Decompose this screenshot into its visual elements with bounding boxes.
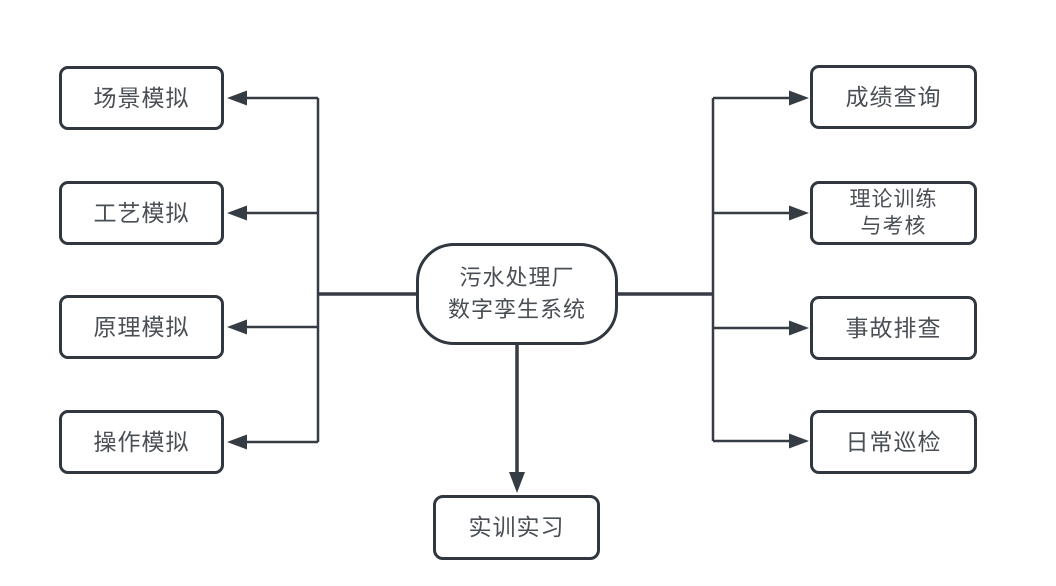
node-accident-investigation: 事故排查 [810, 296, 977, 360]
node-daily-inspection: 日常巡检 [810, 410, 977, 474]
node-label: 事故排查 [845, 314, 942, 341]
arrow-right-icon [789, 90, 809, 106]
node-practical-training: 实训实习 [433, 495, 600, 560]
node-scene-simulation: 场景模拟 [59, 66, 224, 130]
node-label: 污水处理厂 [459, 265, 575, 291]
arrow-right-icon [789, 320, 809, 336]
node-process-simulation: 工艺模拟 [59, 181, 224, 245]
node-label: 操作模拟 [93, 428, 190, 455]
arrow-right-icon [789, 205, 809, 221]
node-theory-training-assessment: 理论训练 与考核 [810, 181, 977, 245]
node-label: 日常巡检 [845, 428, 942, 455]
arrow-left-icon [227, 90, 247, 106]
node-label: 原理模拟 [93, 313, 190, 340]
node-principle-simulation: 原理模拟 [59, 295, 224, 359]
arrow-left-icon [227, 205, 247, 221]
node-label: 理论训练 [849, 187, 938, 211]
arrow-left-icon [227, 319, 247, 335]
arrow-down-icon [509, 472, 525, 493]
node-digital-twin-system: 污水处理厂 数字孪生系统 [416, 243, 618, 345]
arrow-left-icon [227, 434, 247, 450]
arrow-right-icon [789, 433, 809, 449]
node-label: 成绩查询 [845, 83, 942, 110]
node-label: 场景模拟 [93, 84, 190, 111]
node-label: 数字孪生系统 [447, 297, 586, 322]
node-label: 实训实习 [468, 514, 565, 541]
node-label: 工艺模拟 [93, 199, 190, 226]
node-label: 与考核 [860, 215, 927, 238]
node-score-inquiry: 成绩查询 [810, 65, 977, 129]
node-operation-simulation: 操作模拟 [59, 410, 224, 474]
